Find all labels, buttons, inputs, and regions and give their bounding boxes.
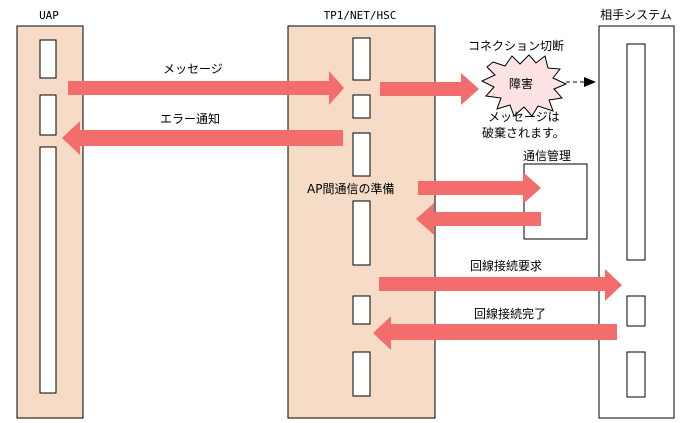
fault-title: コネクション切断 [468,38,564,53]
fault-arrow [380,73,479,105]
connect-done-label: 回線接続完了 [474,306,546,321]
connect-request-arrow [379,269,622,301]
error-arrow [62,121,343,155]
tp1-activation [352,295,371,325]
prepare-out-arrow [418,172,541,204]
comm-mgmt-box [523,163,588,240]
connect-done-arrow [373,316,617,350]
error-label: エラー通知 [160,112,220,126]
fault-burst [480,54,568,117]
partner-activation [626,351,646,398]
fault-dashed-head [584,77,596,87]
connect-request-label: 回線接続要求 [470,258,542,273]
tp1-activation [352,132,371,177]
comm-mgmt-label: 通信管理 [523,148,571,163]
fault-label: 障害 [509,76,533,91]
partner-activation [626,295,646,327]
tp1-activation [352,94,371,119]
tp1-title: TP1/NET/HSC [324,9,397,22]
uap-title: UAP [39,9,59,22]
prepare-label: AP間通信の準備 [307,181,394,196]
discard-line2: 破棄されます。 [482,125,565,140]
tp1-activation [352,351,371,397]
partner-title: 相手システム [600,8,672,22]
message-arrow [68,71,344,105]
partner-activation [626,43,646,261]
uap-activation [39,94,57,136]
message-label: メッセージ [163,62,223,76]
uap-activation [39,39,57,79]
tp1-activation [352,37,371,81]
prepare-in-arrow [416,203,541,235]
tp1-activation [352,200,371,266]
uap-activation [39,146,57,394]
discard-line1: メッセージは [488,110,560,124]
